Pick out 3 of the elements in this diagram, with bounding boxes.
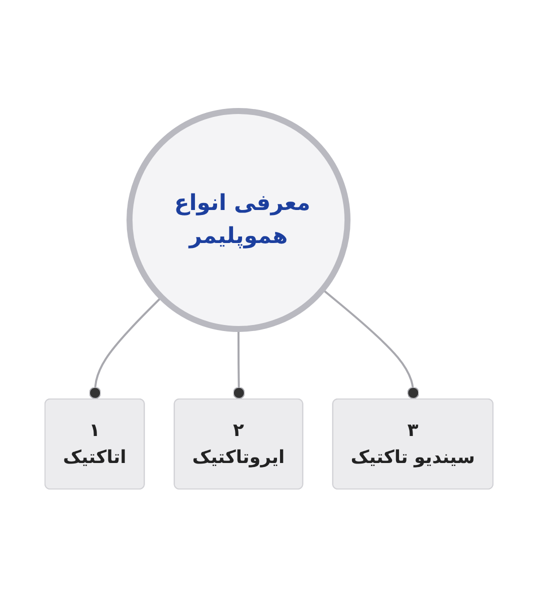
- connector: [88, 296, 162, 400]
- connector: [232, 329, 244, 400]
- node-circle: معرفی انواع هموپلیمر: [126, 108, 350, 332]
